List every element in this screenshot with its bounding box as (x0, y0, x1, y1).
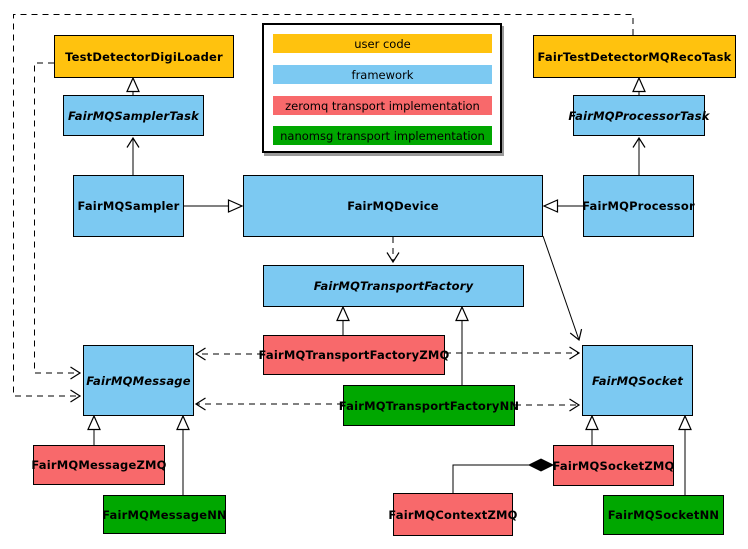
edge-dependency-recotask-message (13, 14, 634, 403)
composition-diamond-icon (527, 458, 555, 472)
node-fairmqsocketzmq: FairMQSocketZMQ (553, 445, 674, 486)
node-fairmqmessage: FairMQMessage (83, 345, 194, 416)
node-label: FairMQTransportFactory (313, 279, 474, 293)
node-label: FairMQSampler (77, 199, 180, 213)
node-testdetectordigiloader: TestDetectorDigiLoader (54, 35, 234, 78)
legend-label: framework (351, 67, 414, 82)
node-label: FairMQSocketZMQ (552, 458, 675, 473)
node-fairmqsocketnn: FairMQSocketNN (603, 495, 724, 535)
node-fairmqcontextzmq: FairMQContextZMQ (388, 493, 517, 536)
legend-item-framework: framework (273, 65, 492, 84)
node-fairmqtransportfactorynn: FairMQTransportFactoryNN (339, 385, 519, 426)
node-fairtestdetectormqrecotask: FairTestDetectorMQRecoTask (533, 35, 736, 78)
legend-label: user code (354, 36, 411, 51)
legend-label: nanomsg transport implementation (280, 128, 485, 143)
node-label: FairMQMessage (86, 373, 191, 388)
node-label: FairMQProcessorTask (568, 108, 710, 123)
node-label: FairMQTransportFactoryZMQ (258, 348, 450, 362)
edge-association-device-socket (542, 235, 583, 342)
node-fairmqmessagenn: FairMQMessageNN (102, 495, 227, 534)
node-label: FairMQMessageZMQ (31, 458, 167, 472)
node-fairmqdevice: FairMQDevice (243, 175, 543, 237)
node-label: FairTestDetectorMQRecoTask (537, 49, 732, 64)
node-fairmqmessagezmq: FairMQMessageZMQ (31, 445, 167, 485)
node-fairmqtransportfactoryzmq: FairMQTransportFactoryZMQ (259, 335, 449, 375)
node-fairmqsocket: FairMQSocket (582, 345, 693, 416)
node-fairmqprocessor: FairMQProcessor (582, 175, 695, 237)
node-label: TestDetectorDigiLoader (65, 49, 223, 64)
node-fairmqsamplertask: FairMQSamplerTask (63, 95, 204, 136)
node-fairmqtransportfactory: FairMQTransportFactory (263, 265, 524, 307)
node-label: FairMQSocket (591, 373, 684, 388)
node-fairmqsampler: FairMQSampler (73, 175, 184, 237)
legend: user code framework zeromq transport imp… (262, 23, 502, 153)
node-label: FairMQProcessor (582, 199, 695, 213)
node-label: FairMQTransportFactoryNN (338, 398, 520, 413)
node-fairmqprocessortask: FairMQProcessorTask (568, 95, 709, 136)
node-label: FairMQContextZMQ (388, 507, 518, 522)
node-label: FairMQSocketNN (607, 508, 720, 522)
edge-composition-contextzmq-socketzmq (452, 464, 529, 493)
node-label: FairMQSamplerTask (68, 108, 199, 123)
legend-item-user-code: user code (273, 34, 492, 53)
node-label: FairMQMessageNN (102, 507, 227, 522)
legend-item-zeromq: zeromq transport implementation (273, 96, 492, 115)
node-label: FairMQDevice (347, 199, 439, 213)
legend-label: zeromq transport implementation (285, 98, 480, 113)
legend-item-nanomsg: nanomsg transport implementation (273, 126, 492, 145)
edge-dependency-digiloader-message (34, 62, 82, 380)
